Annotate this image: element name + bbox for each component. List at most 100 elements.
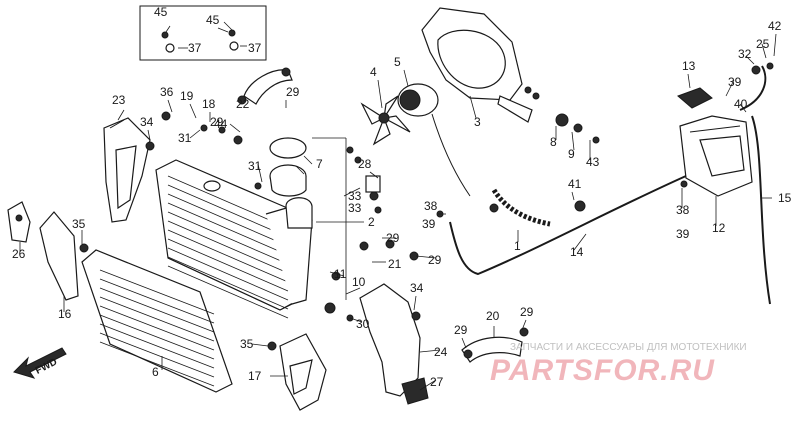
callout-33: 33 — [348, 201, 362, 215]
callout-39: 39 — [676, 227, 690, 241]
radiator-fin — [167, 247, 289, 301]
hardware-fastener — [574, 200, 586, 212]
grille-slat — [99, 323, 215, 369]
leader-line — [773, 33, 777, 57]
radiator-core-part — [155, 159, 313, 319]
callout-9: 9 — [568, 147, 575, 161]
thermo-switch-part — [365, 175, 381, 201]
callout-32: 32 — [738, 47, 752, 61]
grille-slat — [99, 278, 215, 324]
hardware-fastener — [463, 349, 473, 359]
callout-29: 29 — [210, 115, 224, 129]
callout-17: 17 — [248, 369, 262, 383]
callout-4: 4 — [370, 65, 377, 79]
callout-31: 31 — [248, 159, 262, 173]
callout-34: 34 — [410, 281, 424, 295]
leader-line — [251, 343, 269, 347]
hardware-fastener — [79, 243, 89, 253]
callout-15: 15 — [778, 191, 792, 205]
callout-43: 43 — [586, 155, 600, 169]
leader-line — [461, 337, 467, 349]
leader-line — [687, 73, 691, 89]
leader-line — [419, 349, 441, 353]
radiator-fin — [167, 238, 289, 292]
hardware-fastener — [519, 327, 529, 337]
callout-31: 31 — [178, 131, 192, 145]
callout-42: 42 — [768, 19, 782, 33]
callout-29: 29 — [428, 253, 442, 267]
wire-harness-part — [431, 113, 551, 227]
callout-38: 38 — [676, 203, 690, 217]
hardware-fastener — [237, 95, 247, 105]
leader-line — [413, 295, 417, 311]
callout-45: 45 — [206, 13, 220, 27]
callout-3: 3 — [474, 115, 481, 129]
hardware-fastener — [592, 136, 600, 144]
grille-slat — [99, 287, 215, 333]
hardware-fastener — [385, 239, 395, 249]
hardware-fastener — [532, 92, 540, 100]
callout-14: 14 — [570, 245, 584, 259]
callout-12: 12 — [712, 221, 726, 235]
leader-line — [229, 123, 241, 133]
leader-line — [573, 233, 587, 251]
callout-45: 45 — [154, 5, 168, 19]
callout-25: 25 — [756, 37, 770, 51]
watermark-subtitle: ЗАПЧАСТИ И АКСЕССУАРЫ ДЛЯ МОТОТЕХНИКИ — [510, 342, 747, 353]
grille-slat — [99, 269, 215, 315]
callout-29: 29 — [286, 85, 300, 99]
hardware-fastener — [573, 123, 583, 133]
leader-line — [295, 165, 305, 175]
callout-41: 41 — [568, 177, 582, 191]
callout-38: 38 — [424, 199, 438, 213]
hardware-fastener — [489, 203, 499, 213]
leader-line — [343, 187, 361, 197]
leader-line — [419, 379, 437, 391]
reserve-tank-part — [677, 87, 753, 197]
hardware-fastener — [145, 141, 155, 151]
leader-line — [189, 103, 197, 119]
radiator-fin — [167, 220, 289, 274]
hardware-fastener — [766, 62, 774, 70]
leader-line — [369, 171, 379, 179]
hardware-fastener — [233, 135, 243, 145]
leader-line — [303, 155, 313, 165]
leader-line — [217, 27, 229, 33]
hardware-fastener — [524, 86, 532, 94]
callout-20: 20 — [486, 309, 500, 323]
leader-line — [415, 255, 437, 259]
fwd-label: FWD — [34, 357, 59, 377]
callout-5: 5 — [394, 55, 401, 69]
hardware-fastener — [346, 146, 354, 154]
fan-shroud-part — [421, 7, 533, 123]
leader-lines — [19, 25, 777, 391]
callout-7: 7 — [316, 157, 323, 171]
callout-26: 26 — [12, 247, 26, 261]
callout-27: 27 — [430, 375, 444, 389]
callout-2: 2 — [368, 215, 375, 229]
callout-21: 21 — [388, 257, 402, 271]
hardware-fastener — [680, 180, 688, 188]
callout-1: 1 — [514, 239, 521, 253]
leader-line — [521, 319, 527, 331]
hardware-fastener — [751, 65, 761, 75]
leader-line — [761, 43, 767, 59]
radiator-grille-part — [81, 249, 233, 393]
callout-35: 35 — [240, 337, 254, 351]
callout-23: 23 — [112, 93, 126, 107]
grille-slat — [99, 296, 215, 342]
fan-blade-part — [360, 95, 411, 146]
grille-slat — [99, 305, 215, 351]
leader-line — [745, 55, 755, 65]
hardware-fastener — [161, 111, 171, 121]
radiator-fin — [167, 256, 289, 310]
hardware-fastener — [411, 311, 421, 321]
callout-36: 36 — [160, 85, 174, 99]
inset-box — [139, 5, 267, 61]
grille-slat — [99, 341, 215, 387]
callout-22: 22 — [236, 97, 250, 111]
callout-19: 19 — [180, 89, 194, 103]
hardware-fastener — [218, 126, 226, 134]
grille-slat — [99, 332, 215, 378]
